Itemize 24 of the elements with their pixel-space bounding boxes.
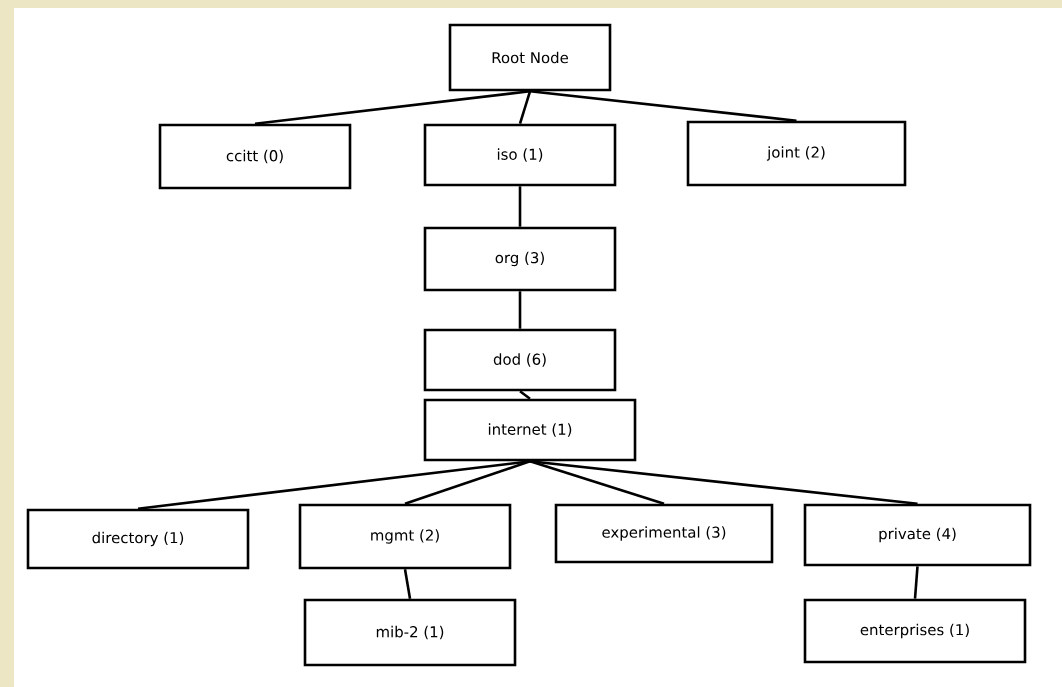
tree-node-box: ccitt (0) <box>158 123 352 190</box>
connector-line <box>137 460 531 510</box>
tree-node-box: dod (6) <box>423 328 617 392</box>
tree-node-box: iso (1) <box>423 123 617 187</box>
connector-line <box>913 566 919 599</box>
connector-line <box>529 90 797 122</box>
tree-node-box: enterprises (1) <box>803 598 1027 664</box>
tree-node-box: mib-2 (1) <box>303 598 517 667</box>
connector-line <box>529 460 918 505</box>
connector-line <box>403 569 412 599</box>
tree-node-box: org (3) <box>423 226 617 292</box>
connector-line <box>404 460 531 505</box>
tree-node-box: joint (2) <box>686 120 907 187</box>
connector-line <box>518 90 532 125</box>
tree-node-box: mgmt (2) <box>298 503 512 570</box>
tree-node-box: private (4) <box>803 503 1032 567</box>
tree-node-box: Root Node <box>448 23 612 92</box>
tree-node-box: directory (1) <box>26 508 250 570</box>
tree-node-box: internet (1) <box>423 398 637 462</box>
tree-node-box: experimental (3) <box>554 503 774 564</box>
connector-line <box>254 90 531 125</box>
connector-line <box>518 291 522 329</box>
connector-line <box>518 186 522 227</box>
connector-line <box>519 390 531 400</box>
